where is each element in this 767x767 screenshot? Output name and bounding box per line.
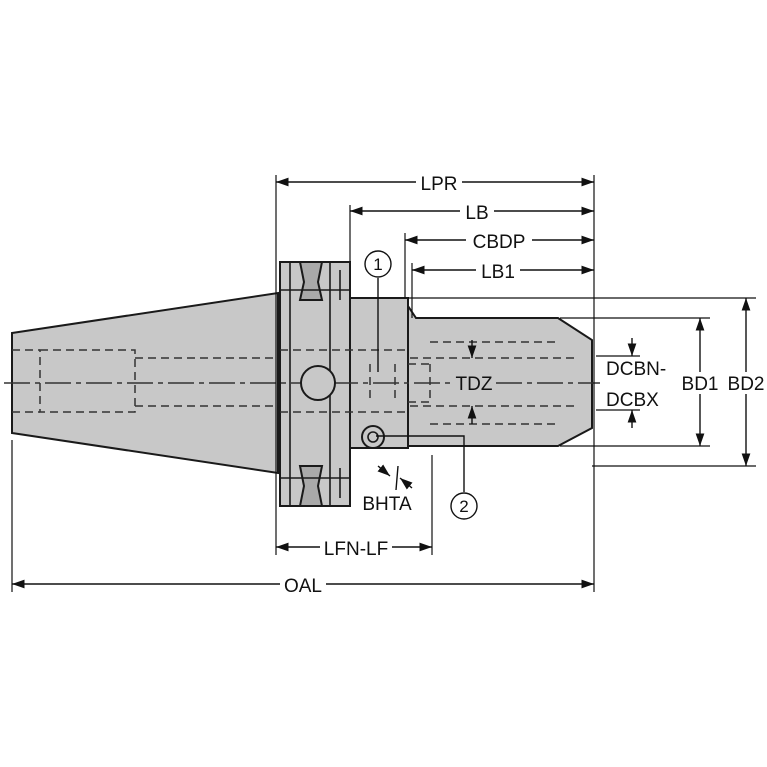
callout-2: 2 bbox=[450, 492, 478, 520]
drive-key-hole bbox=[300, 365, 336, 401]
collar bbox=[349, 297, 409, 449]
lb-label: LB bbox=[465, 203, 488, 224]
dcbn-label: DCBN- bbox=[606, 359, 666, 380]
nose-body bbox=[407, 298, 593, 447]
tdz-label: TDZ bbox=[456, 374, 493, 395]
lfn-lf-label: LFN-LF bbox=[324, 539, 388, 560]
bhta-label: BHTA bbox=[362, 494, 412, 515]
bd1-label: BD1 bbox=[682, 374, 719, 395]
extension-lines bbox=[11, 175, 756, 592]
oal-label: OAL bbox=[284, 576, 322, 597]
bhta-arrow-right bbox=[399, 477, 413, 490]
set-screw bbox=[361, 425, 385, 449]
lpr-label: LPR bbox=[421, 174, 458, 195]
lb1-label: LB1 bbox=[481, 262, 515, 283]
hidden-lines bbox=[12, 341, 575, 425]
svg-text:1: 1 bbox=[373, 255, 382, 274]
cbdp-label: CBDP bbox=[473, 232, 526, 253]
dcbx-label: DCBX bbox=[606, 390, 659, 411]
bhta-arrow-left bbox=[377, 464, 391, 477]
bd2-label: BD2 bbox=[728, 374, 765, 395]
callout-1: 1 bbox=[364, 250, 392, 278]
callout-2-leader bbox=[376, 435, 465, 492]
svg-text:2: 2 bbox=[459, 497, 468, 516]
